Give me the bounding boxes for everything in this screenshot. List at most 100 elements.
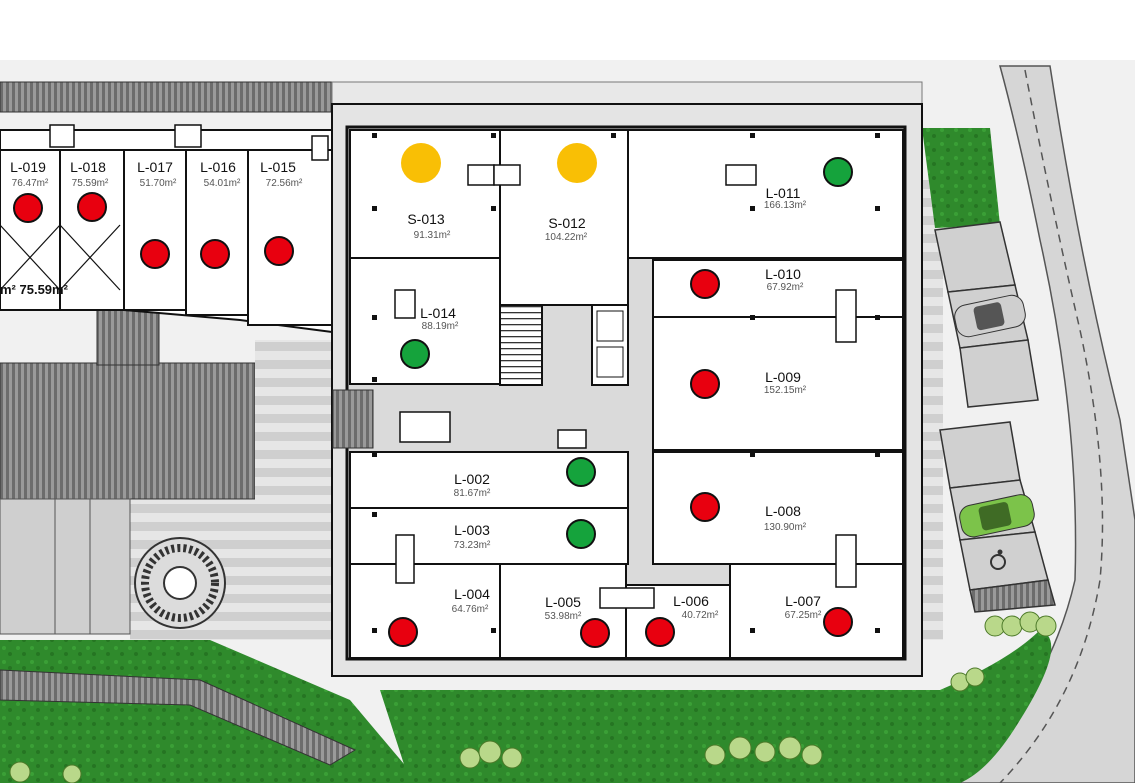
unit-area-label: 73.23m² [454,540,491,551]
left-block-roof [0,362,256,500]
room-outline-l004 [349,563,501,659]
unit-id-label: L-014 [420,305,456,321]
unit-l017[interactable]: L-017 51.70m² [137,159,177,269]
unit-area-label: 81.67m² [454,488,491,499]
status-marker-occupied[interactable] [690,492,720,522]
unit-area-label: 72.56m² [266,178,303,189]
unit-area-label: 75.59m² [72,178,109,189]
car-icon [954,294,1026,338]
lawn-south [380,630,1052,783]
car-icon [959,494,1035,538]
unit-area-label: 88.19m² [422,321,459,332]
status-marker-occupied[interactable] [823,607,853,637]
road-centerline [999,69,1104,783]
unit-id-label: L-011 [766,185,801,201]
columns [372,133,880,633]
roof-connector [96,302,160,366]
status-marker-occupied[interactable] [690,269,720,299]
unit-area-label: 76.47m² [12,178,49,189]
unit-area-label: 54.01m² [204,178,241,189]
unit-id-label: L-016 [200,159,236,175]
status-marker-occupied[interactable] [200,239,230,269]
unit-id-label: L-002 [454,471,490,487]
status-marker-available[interactable] [566,519,596,549]
units-layer: L-01976.47m²L-01875.59m²L-01751.70m²L-01… [10,143,853,648]
unit-area-label: 152.15m² [764,385,807,396]
unit-l008[interactable]: L-008 130.90m² [690,492,807,533]
access-road [958,65,1135,783]
unit-id-label: L-010 [765,266,801,282]
walkway-top [331,81,923,105]
status-marker-available[interactable] [823,157,853,187]
status-marker-available[interactable] [566,457,596,487]
accessible-parking-icon [990,549,1006,570]
status-marker-occupied[interactable] [13,193,43,223]
status-marker-reserved[interactable] [401,143,441,183]
unit-id-label: S-013 [407,211,445,227]
unit-l018[interactable]: L-018 75.59m² [70,159,109,222]
unit-l004[interactable]: L-004 64.76m² [388,586,490,647]
rooms-layer [0,129,904,659]
status-marker-occupied[interactable] [77,192,107,222]
unit-l016[interactable]: L-016 54.01m² [200,159,241,269]
wc-icon [49,124,857,609]
unit-id-label: L-019 [10,159,46,175]
unit-id-label: L-017 [137,159,173,175]
tree-icon [9,611,1057,783]
status-marker-occupied[interactable] [264,236,294,266]
roof-strip-top [0,81,333,113]
status-marker-occupied[interactable] [690,369,720,399]
bike-parking [0,498,131,635]
status-marker-occupied[interactable] [388,617,418,647]
stairs-icon [499,304,543,386]
room-outline-l007 [729,563,904,659]
unit-area-label: 104.22m² [545,232,588,243]
unit-area-label: 91.31m² [414,230,451,241]
elevator-icon [591,304,629,386]
unit-l019[interactable]: L-019 76.47m² [10,159,49,223]
unit-id-label: L-008 [765,503,801,519]
room-outline-l011 [627,129,904,259]
unit-id-label: L-005 [545,594,581,610]
unit-s013[interactable]: S-013 91.31m² [401,143,451,241]
room-outline-l019 [0,149,61,311]
unit-id-label: L-004 [454,586,490,602]
unit-area-label: 130.90m² [764,522,807,533]
unit-id-label: L-003 [454,522,490,538]
unit-id-label: S-012 [548,215,586,231]
unit-area-label: 51.70m² [140,178,177,189]
status-marker-occupied[interactable] [140,239,170,269]
entrance-canopy [332,389,374,449]
status-marker-reserved[interactable] [557,143,597,183]
unit-area-label: 166.13m² [764,200,807,211]
spiral-staircase-icon [134,537,226,629]
unit-area-label: 67.25m² [785,610,822,621]
unit-area-label: 40.72m² [682,610,719,621]
unit-area-label: 53.98m² [545,611,582,622]
access-ramp [0,669,357,766]
status-marker-occupied[interactable] [580,618,610,648]
unit-id-label: L-018 [70,159,106,175]
void-markers [0,224,121,291]
unit-l003[interactable]: L-003 73.23m² [454,519,596,551]
room-outline-l017 [123,149,187,311]
lawn-northeast [922,128,1000,228]
unit-area-label: 67.92m² [767,282,804,293]
room-outline-l015 [247,149,333,326]
status-marker-occupied[interactable] [645,617,675,647]
unit-area-label: 64.76m² [452,604,489,615]
status-marker-available[interactable] [400,339,430,369]
unit-id-label: L-006 [673,593,709,609]
